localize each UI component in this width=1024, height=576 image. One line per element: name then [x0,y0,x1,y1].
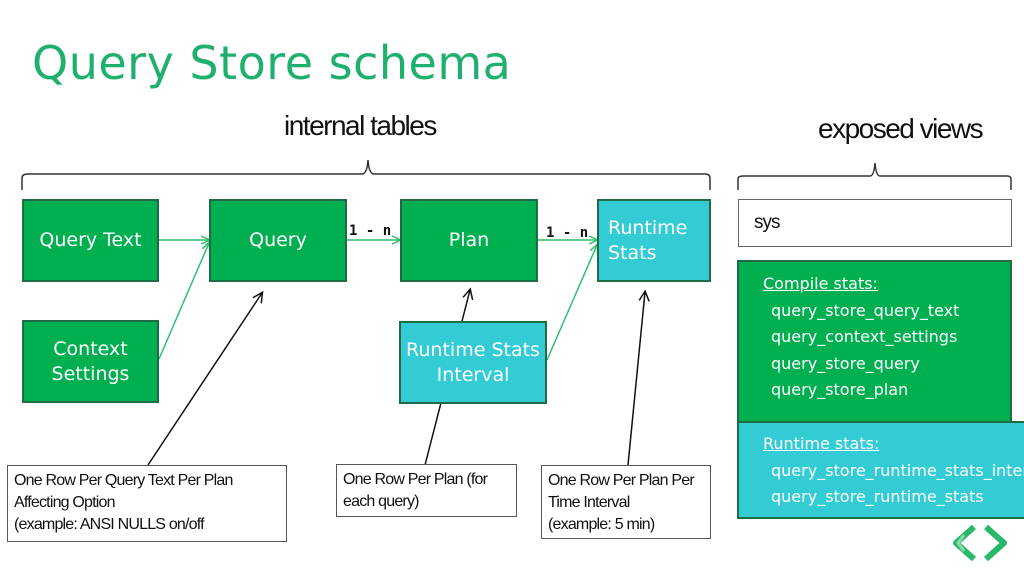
view-item: query_store_runtime_stats [771,487,984,506]
page-title: Query Store schema [32,36,512,90]
note-stats-line: (example: 5 min) [548,516,655,533]
note-query: One Row Per Query Text Per Plan Affectin… [7,465,287,542]
note-stats: One Row Per Plan Per Time Interval (exam… [541,465,711,539]
note-stats-line: One Row Per Plan Per [548,472,695,489]
note-stats-line: Time Interval [548,494,630,511]
sys-schema-label: sys [754,212,780,233]
cardinality-query-plan: 1 - n [349,223,392,239]
nav-chevrons-icon[interactable] [950,523,1010,563]
note-query-line: (example: ANSI NULLS on/off [14,516,205,533]
entity-runtime-stats: Runtime Stats [597,199,711,282]
entity-query-text: Query Text [22,199,159,282]
note-plan-line: One Row Per Plan (for [343,471,488,488]
entity-runtime-stats-interval-label: Runtime Stats Interval [406,338,540,386]
cardinality-plan-runtime-stats: 1 - n [546,225,589,241]
exposed-views-heading: exposed views [818,113,984,144]
entity-query-label: Query [249,229,307,251]
entity-query-text-label: Query Text [39,229,142,251]
compile-stats-panel: Compile stats: query_store_query_text qu… [737,260,1012,426]
entity-query: Query [209,199,347,282]
entity-plan-label: Plan [448,229,490,251]
entity-context-settings-label: Context Settings [51,337,130,385]
view-item: query_store_runtime_stats_interval [771,460,1024,480]
view-item: query_context_settings [771,327,958,346]
note-plan-line: each query) [343,493,420,510]
note-arrow-stats [627,292,645,466]
runtime-stats-panel: Runtime stats: query_store_runtime_stats… [737,421,1024,519]
connector-context-settings-to-query [158,243,209,360]
internal-tables-brace [21,159,711,190]
compile-stats-heading: Compile stats: [763,274,878,293]
sys-schema-box: sys [738,199,1012,247]
internal-tables-heading: internal tables [284,110,437,141]
runtime-stats-heading: Runtime stats: [763,434,880,453]
note-query-line: Affecting Option [14,494,116,511]
note-plan: One Row Per Plan (for each query) [336,464,517,517]
view-item: query_store_query [771,353,920,373]
entity-runtime-stats-interval: Runtime Stats Interval [399,321,547,404]
note-query-line: One Row Per Query Text Per Plan [14,472,233,489]
entity-runtime-stats-label: Runtime Stats [608,217,688,264]
connector-interval-to-runtime-stats [546,245,597,361]
entity-context-settings: Context Settings [22,320,159,403]
exposed-views-brace [737,162,1012,190]
view-item: query_store_plan [771,380,909,399]
note-arrow-query [147,293,262,466]
view-item: query_store_query_text [771,300,960,320]
entity-plan: Plan [400,199,538,282]
